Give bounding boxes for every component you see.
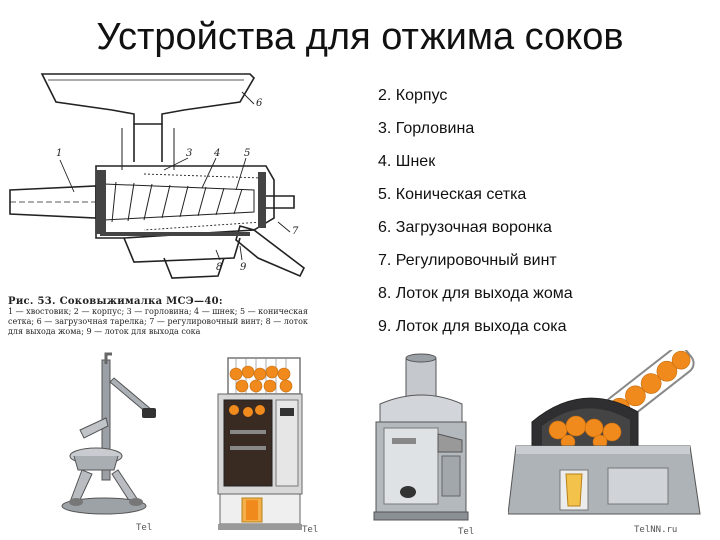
callout-label: 3 [186, 148, 192, 159]
parts-list: 2. Корпус 3. Горловина 4. Шнек 5. Кониче… [378, 86, 708, 350]
juicer-section-diagram: 1 3 4 5 6 7 8 9 [9, 73, 306, 279]
caption-title: Рис. 53. Соковыжималка МСЭ—40: [8, 296, 223, 307]
manual-lever-juicer-photo: Tel [61, 352, 156, 532]
watermark: Tel [302, 525, 318, 534]
callout-label: 1 [56, 148, 62, 159]
automatic-orange-juicer-photo: Tel [217, 357, 318, 534]
parts-list-item: 2. Корпус [378, 87, 448, 104]
slide-title: Устройства для отжима соков [96, 16, 624, 58]
parts-list-item: 8. Лоток для выхода жома [378, 285, 573, 302]
callout-label: 5 [244, 148, 250, 159]
watermark: TelNN.ru [634, 525, 677, 535]
callout-label: 4 [213, 148, 220, 159]
parts-list-item: 7. Регулировочный винт [378, 252, 557, 269]
callout-label: 7 [292, 226, 299, 237]
commercial-orange-squeezer-photo: TelNN.ru [508, 350, 701, 535]
parts-list-item: 9. Лоток для выхода сока [378, 318, 567, 335]
parts-list-item: 3. Горловина [378, 120, 475, 137]
parts-list-item: 6. Загрузочная воронка [378, 219, 552, 236]
parts-list-item: 5. Коническая сетка [378, 186, 527, 203]
parts-list-item: 4. Шнек [378, 153, 436, 170]
caption-line: для выхода жома; 9 — лоток для выхода со… [8, 327, 201, 336]
callout-label: 6 [256, 98, 263, 109]
diagram-caption: Рис. 53. Соковыжималка МСЭ—40: 1 — хвост… [8, 297, 338, 337]
caption-line: 1 — хвостовик; 2 — корпус; 3 — горловина… [8, 307, 308, 316]
caption-line: сетка; 6 — загрузочная тарелка; 7 — регу… [8, 317, 308, 326]
centrifugal-juicer-photo: Tel [373, 353, 474, 536]
callout-label: 8 [216, 262, 222, 273]
callout-label: 9 [240, 262, 247, 273]
watermark: Tel [136, 523, 152, 532]
watermark: Tel [458, 527, 474, 536]
